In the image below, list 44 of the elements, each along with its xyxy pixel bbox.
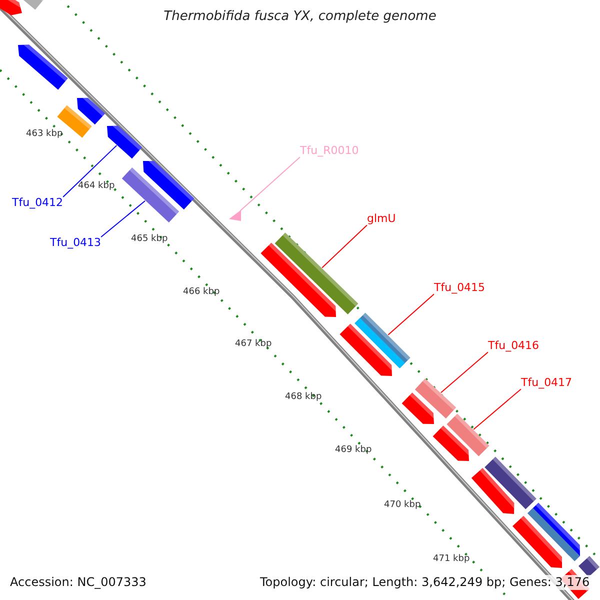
gene-feature [0, 0, 22, 16]
scale-label: 469 kbp [335, 446, 372, 456]
leader-line [322, 224, 368, 268]
genome-info-text: Accession: NC_007333 [9, 575, 148, 590]
gene-bar [578, 556, 600, 577]
scale-label: 466 kbp [183, 288, 220, 298]
gene-label: Tfu_0415 [434, 282, 486, 294]
gene-feature [143, 161, 194, 210]
gene-feature [512, 516, 562, 568]
gene-label: Tfu_0416 [488, 340, 540, 352]
gene-feature [77, 98, 106, 124]
leader-line [388, 294, 434, 336]
gene-bar [446, 414, 490, 456]
gene-feature [18, 44, 68, 90]
gene-label: glmU [367, 213, 396, 226]
leader-line [62, 144, 118, 198]
gene-bar [414, 378, 456, 418]
gene-label: Tfu_0412 [12, 197, 64, 210]
gene-feature [432, 426, 469, 461]
leader-line [100, 200, 146, 238]
scale-label: 468 kbp [285, 393, 322, 403]
scale-label: 463 kbp [26, 130, 63, 140]
leader-line [440, 352, 488, 394]
gene-bar [484, 456, 536, 510]
scale-label: 464 kbp [78, 182, 115, 192]
gene-feature [402, 392, 434, 424]
gene-label: Tfu_0413 [50, 237, 102, 250]
leader-line [473, 388, 522, 430]
gene-label: Tfu_R0010 [300, 145, 359, 158]
leader-line [240, 156, 300, 212]
gene-bar [274, 232, 358, 314]
scale-label: 465 kbp [131, 235, 168, 245]
trna-marker [229, 210, 241, 221]
gene-label: Tfu_0417 [521, 377, 572, 390]
diagram-title: Thermobifida fusca YX, complete genome [162, 10, 438, 24]
scale-label: 467 kbp [235, 340, 272, 350]
scale-label: 470 kbp [384, 501, 421, 511]
gene-bar [122, 168, 180, 222]
gene-feature [107, 126, 142, 159]
scale-label: 471 kbp [433, 555, 470, 565]
gene-feature [471, 468, 514, 514]
gene-feature [260, 242, 336, 317]
gene-bar [23, 0, 45, 10]
gene-feature [340, 324, 392, 376]
